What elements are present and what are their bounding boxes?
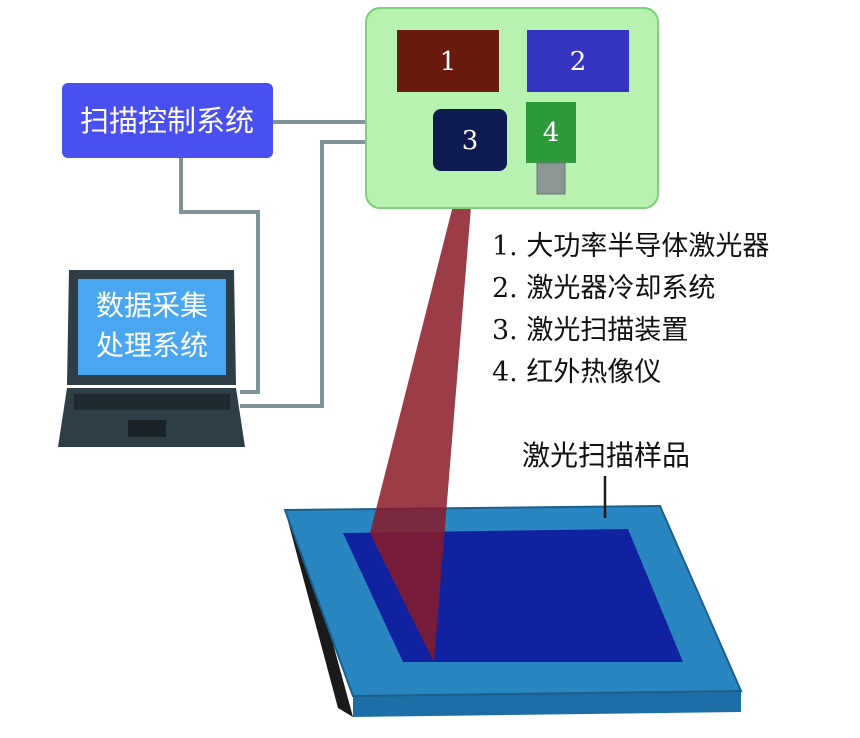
legend-item-1: 1. 大功率半导体激光器 bbox=[492, 231, 769, 262]
laptop-keyboard bbox=[74, 394, 230, 410]
legend: 1. 大功率半导体激光器 2. 激光器冷却系统 3. 激光扫描装置 4. 红外热… bbox=[492, 231, 769, 388]
laptop-touchpad bbox=[128, 420, 166, 437]
laptop-label-line2: 处理系统 bbox=[96, 329, 208, 362]
legend-item-3: 3. 激光扫描装置 bbox=[492, 315, 688, 346]
scan-sample bbox=[283, 504, 743, 717]
scan-control-box: 扫描控制系统 bbox=[62, 83, 273, 158]
module-1-label: 1 bbox=[440, 47, 457, 77]
scan-control-body bbox=[62, 83, 273, 158]
module-4-label: 4 bbox=[543, 118, 560, 148]
thermal-camera-lens bbox=[536, 162, 566, 195]
module-2-label: 2 bbox=[570, 47, 587, 77]
sample-label: 激光扫描样品 bbox=[522, 439, 690, 472]
scan-control-label: 扫描控制系统 bbox=[80, 104, 254, 138]
laptop-label-line1: 数据采集 bbox=[96, 289, 208, 322]
legend-item-2: 2. 激光器冷却系统 bbox=[492, 273, 715, 304]
equipment-panel: 1 2 3 4 bbox=[365, 7, 659, 209]
module-1-laser bbox=[397, 30, 499, 92]
module-4-thermal-camera bbox=[526, 102, 576, 163]
cable-control-to-laptop bbox=[179, 158, 260, 394]
module-2-cooling bbox=[527, 30, 629, 92]
module-3-scanner bbox=[433, 109, 507, 171]
legend-item-4: 4. 红外热像仪 bbox=[492, 357, 661, 388]
module-3-label: 3 bbox=[462, 126, 479, 156]
laptop-screen bbox=[78, 279, 226, 375]
sample-front-side bbox=[353, 691, 741, 717]
sample-left-side bbox=[285, 510, 353, 717]
cables bbox=[179, 120, 366, 408]
cable-laptop-to-panel bbox=[240, 140, 366, 408]
laser-beam bbox=[370, 170, 474, 662]
laptop: 数据采集 处理系统 bbox=[58, 270, 245, 447]
